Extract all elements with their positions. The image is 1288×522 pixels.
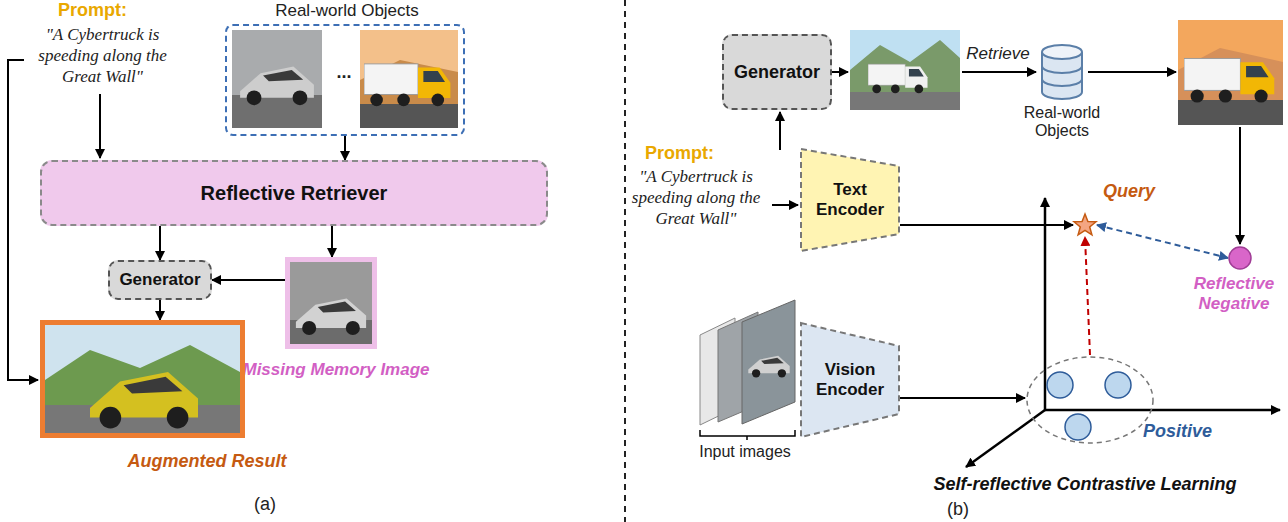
photo-augmented: [45, 345, 240, 433]
flow-arrow: [779, 112, 781, 150]
photo-retrieved: [1178, 20, 1283, 125]
database-shape: [1040, 44, 1084, 100]
input-bracket: [700, 430, 795, 440]
photo-truck: [360, 60, 458, 128]
input-image-stack: [742, 300, 795, 424]
connector-arrow: [900, 224, 1073, 226]
prompt-bracket-arrow: [8, 60, 38, 380]
photo-augmented: [45, 325, 240, 433]
photo-truck: [364, 64, 450, 106]
embedding-axes: [1045, 409, 1280, 412]
encoder-trapezoid: Text Encoder: [800, 148, 900, 252]
photo-generated: [868, 64, 928, 93]
panel-divider: [624, 0, 626, 522]
flow-arrow: [1239, 127, 1241, 244]
node-text: Text Encoder: [811, 180, 889, 220]
photo-retrieved: [1184, 58, 1274, 102]
photo-truck: [360, 104, 458, 128]
connector-arrow: [159, 226, 161, 260]
encoder-trapezoid: Vision Encoder: [800, 322, 900, 438]
section-title: Self-reflective Contrastive Learning: [885, 474, 1285, 495]
node-text: Reflective Retriever: [201, 182, 388, 205]
negative-circle: Reflective Negative: [1228, 246, 1252, 270]
connector-arrow: [1085, 237, 1090, 355]
photo-generated: [850, 30, 960, 110]
connector-arrow: [900, 397, 1025, 399]
panel-label: (b): [938, 499, 978, 520]
memory-image-frame: Missing Memory Image: [285, 257, 377, 349]
node-text: Query: [1103, 181, 1173, 202]
circle-shape: [1228, 246, 1252, 270]
prompt-arrow: [99, 94, 101, 158]
prompt-text: "A Cybertruck is speeding along the Grea…: [20, 24, 185, 87]
photo-missing-memory: [296, 298, 366, 335]
input-image-stack: [700, 300, 795, 425]
node-text: Real-world Objects: [1004, 104, 1120, 140]
input-image-stack: [748, 356, 789, 378]
flow-arrow: [772, 204, 798, 206]
connector-arrow: [344, 136, 346, 160]
flow-arrow: [1088, 71, 1176, 73]
node-text: Positive: [1143, 421, 1223, 442]
object-pool-box: Real-world Objects...: [225, 24, 465, 136]
result-image-frame: Augmented Result: [40, 320, 245, 438]
photo-generated: [850, 30, 960, 110]
photo-truck: [360, 30, 458, 128]
node-text: Vision Encoder: [811, 360, 889, 400]
photo-cybertruck: [240, 67, 314, 106]
photo-generated: [850, 92, 960, 110]
cluster-shape: [1025, 355, 1155, 445]
flow-arrow: [832, 71, 848, 73]
node-text: Real-world Objects: [207, 1, 487, 21]
retriever-box: Reflective Retriever: [40, 160, 548, 226]
prompt-title: Prompt:: [58, 0, 148, 21]
photo-retrieved: [1178, 48, 1283, 125]
photo-generated: [850, 40, 960, 110]
connector-arrow: [212, 279, 285, 281]
connector-arrow: [331, 226, 333, 257]
embedding-axes: [1044, 198, 1047, 410]
flow-arrow: [962, 71, 1036, 73]
node-text: ...: [325, 62, 363, 83]
photo-augmented: [90, 372, 198, 428]
node-text: Missing Memory Image: [228, 360, 444, 380]
prompt-text: "A Cybertruck is speeding along the Grea…: [622, 166, 770, 229]
node-text: Generator: [119, 270, 200, 290]
photo-cybertruck: [232, 30, 322, 128]
node-text: Augmented Result: [107, 451, 307, 472]
query-star: Query: [1073, 213, 1097, 237]
generator-box: Generator: [722, 34, 832, 110]
star-shape: [1073, 213, 1097, 237]
node-text: Reflective Negative: [1186, 274, 1282, 314]
photo-missing-memory: [290, 262, 372, 344]
embedding-axes: [966, 198, 1280, 467]
photo-cybertruck: [232, 95, 322, 128]
photo-retrieved: [1178, 100, 1283, 125]
node-text: Generator: [734, 62, 820, 83]
photo-missing-memory: [290, 262, 372, 344]
photo-truck: [360, 30, 458, 128]
panel-label: (a): [240, 494, 290, 515]
prompt-title: Prompt:: [645, 143, 735, 164]
arrow-label: Retrieve: [960, 44, 1036, 64]
database-cylinder: Real-world Objects: [1040, 44, 1084, 100]
input-label: Input images: [690, 443, 800, 461]
connector-arrow: [159, 300, 161, 320]
generator-box: Generator: [108, 260, 212, 300]
connector-arrow: [1097, 225, 1228, 258]
positive-cluster: Positive: [1025, 355, 1155, 445]
photo-cybertruck: [232, 30, 322, 128]
photo-retrieved: [1178, 20, 1283, 125]
photo-augmented: [45, 325, 240, 433]
